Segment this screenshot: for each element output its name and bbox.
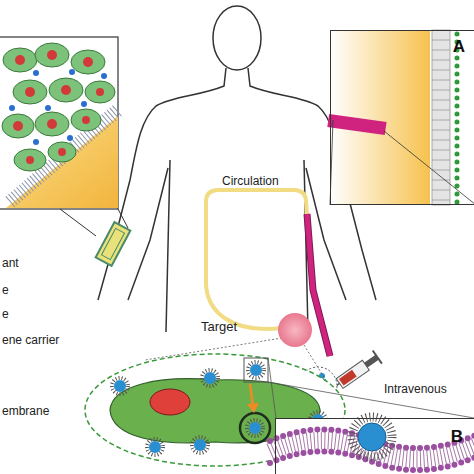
- inset-box: B: [275, 418, 474, 474]
- uptake-arrow: [250, 384, 253, 406]
- zoom-line: [268, 382, 474, 418]
- legend-fragment: ant: [2, 256, 19, 270]
- nucleus: [150, 389, 190, 415]
- node-label: Target: [201, 320, 237, 334]
- legend-fragment: embrane: [2, 404, 49, 418]
- process-label: Circulation: [222, 174, 279, 188]
- circulation-tube: [206, 190, 307, 329]
- zoom-box: [244, 358, 268, 382]
- membrane-inset: [270, 417, 474, 474]
- uptake-arrowhead: [247, 403, 259, 413]
- target-fill: [278, 313, 312, 347]
- endosome: [240, 413, 270, 443]
- legend-fragment: e: [2, 307, 9, 321]
- legend-fragment: e: [2, 283, 9, 297]
- circle-outline: [277, 312, 313, 348]
- zoom-line: [268, 358, 276, 418]
- panel-letter: A: [453, 37, 465, 57]
- implant-inset: [0, 37, 130, 266]
- legend-fragment: ene carrier: [2, 333, 59, 347]
- panel-letter: B: [451, 427, 463, 447]
- inset-box: A: [330, 30, 474, 205]
- patch-inset: [327, 30, 474, 205]
- target-circle: Target: [277, 312, 313, 348]
- route-label: Intravenous: [384, 382, 447, 396]
